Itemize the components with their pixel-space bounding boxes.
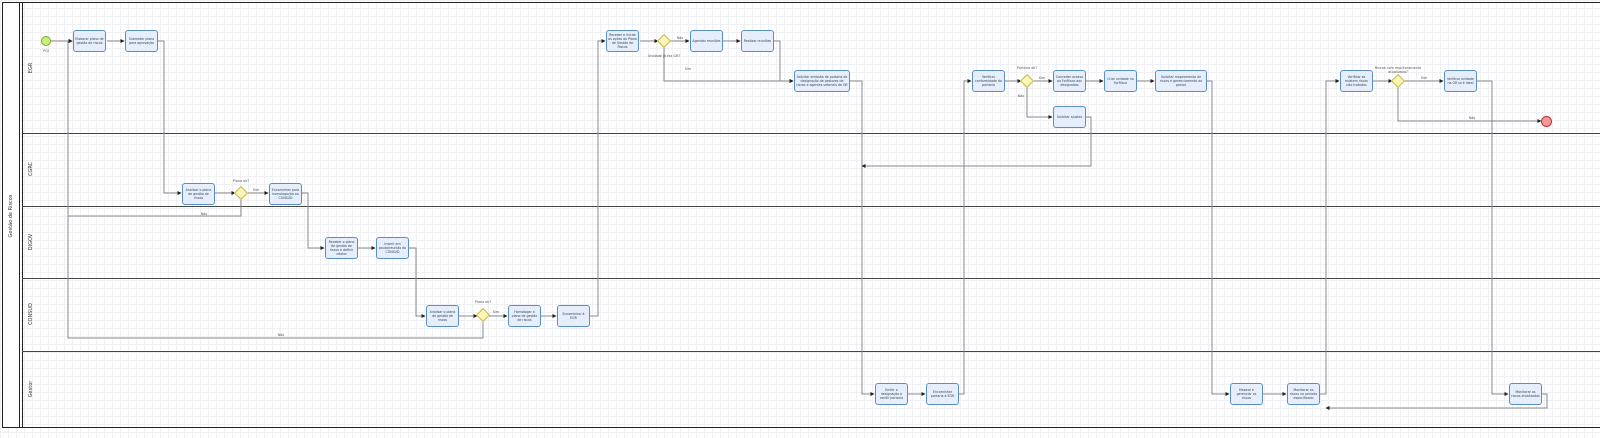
flow-label-sim: Sim (492, 310, 500, 314)
task-criar-unidade[interactable]: Criar unidade no ForRisco (1104, 70, 1137, 92)
flow-label-nao: Não (1017, 94, 1025, 98)
gateway-label: Plano ok? (232, 179, 250, 183)
gateway-label: Riscos com monitoramento atualizado? (1374, 66, 1422, 74)
task-verificar-riscos[interactable]: Verificar se existem riscos não tratados (1340, 70, 1373, 92)
task-monitorar-atualizados[interactable]: Monitorar os riscos atualizados (1509, 383, 1542, 405)
task-emitir-portaria[interactable]: Emitir a designação e emitir portaria (875, 383, 908, 405)
task-homologar-plano[interactable]: Homologar o plano de gestão de riscos (508, 305, 541, 327)
task-analisar-plano-consud[interactable]: Analisar o plano de gestão de riscos (426, 305, 459, 327)
end-event[interactable] (1541, 116, 1552, 127)
pool-header: Gestão de Riscos (2, 2, 20, 428)
lane-consud: CONSUD (22, 278, 1600, 351)
task-solicitar-ajustes[interactable]: Solicitar ajustes (1053, 106, 1086, 128)
task-encaminhar-egr[interactable]: Encaminhar à EGR (557, 305, 590, 327)
task-agendar-reunioes[interactable]: Agendar reuniões (690, 30, 723, 52)
flow-label-sim: Sim (1038, 76, 1046, 80)
lane-divider (22, 206, 1600, 207)
task-mapear-riscos[interactable]: Mapear e gerenciar os riscos (1230, 383, 1263, 405)
lane-egr: EGR (22, 2, 1600, 133)
lane-divider (22, 133, 1600, 134)
task-verificar-portaria[interactable]: Verificar conformidade da portaria (972, 70, 1005, 92)
gateway-label: Portaria ok? (1016, 66, 1038, 70)
task-encaminhar-portaria[interactable]: Encaminhar portaria à EGR (926, 383, 959, 405)
flow-label-nao: Não (676, 36, 684, 40)
task-monitorar-periodo[interactable]: Monitorar os riscos no período especific… (1287, 383, 1320, 405)
flow-label-nao: Não (277, 333, 285, 337)
task-inserir-pauta[interactable]: Inserir em pauta/reunião do CONSUD (376, 237, 409, 259)
task-elaborar-plano[interactable]: Elaborar plano de gestão de riscos (73, 30, 106, 52)
flow-label-sim: Sim (252, 188, 260, 192)
task-verificar-unidade[interactable]: Verificar unidade na GR se é ideal (1444, 70, 1477, 92)
task-encaminhar-homologacao[interactable]: Encaminhar para homologação ao CONSUD (269, 183, 302, 205)
lane-divider (22, 278, 1600, 279)
flow-label-sim: Sim (1420, 76, 1428, 80)
task-submeter-plano[interactable]: Submeter plano para aprovação (125, 30, 158, 52)
start-event[interactable] (41, 36, 51, 46)
lane-gestor: Gestor (22, 351, 1600, 428)
lane-digov: DIGOV (22, 206, 1600, 278)
task-receber-plano[interactable]: Receber o plano de gestão de riscos e de… (325, 237, 358, 259)
gateway-label: Plano ok? (474, 300, 492, 304)
lane-cgrc: CGRC (22, 133, 1600, 206)
task-conceder-acesso[interactable]: Conceder acesso ao ForRisco aos designad… (1053, 70, 1086, 92)
start-event-label: PGI (43, 49, 49, 53)
task-solicitar-mapeamento[interactable]: Solicitar mapeamento de riscos e gerenci… (1155, 70, 1207, 92)
task-realizar-reunioes[interactable]: Realizar reuniões (741, 30, 774, 52)
task-analisar-plano-cgrc[interactable]: Analisar o plano de gestão de riscos (182, 183, 215, 205)
flow-label-nao: Não (200, 212, 208, 216)
gateway-label: Unidade já fez GR? (647, 54, 681, 58)
task-receber-iniciar-acoes[interactable]: Receber e iniciar as ações do Plano de G… (606, 30, 639, 52)
lane-divider (22, 351, 1600, 352)
task-solicitar-portaria[interactable]: Solicitar emissão de portaria de designa… (794, 70, 850, 92)
flow-label-nao: Não (1468, 116, 1476, 120)
flow-label-sim: Sim (684, 67, 692, 71)
